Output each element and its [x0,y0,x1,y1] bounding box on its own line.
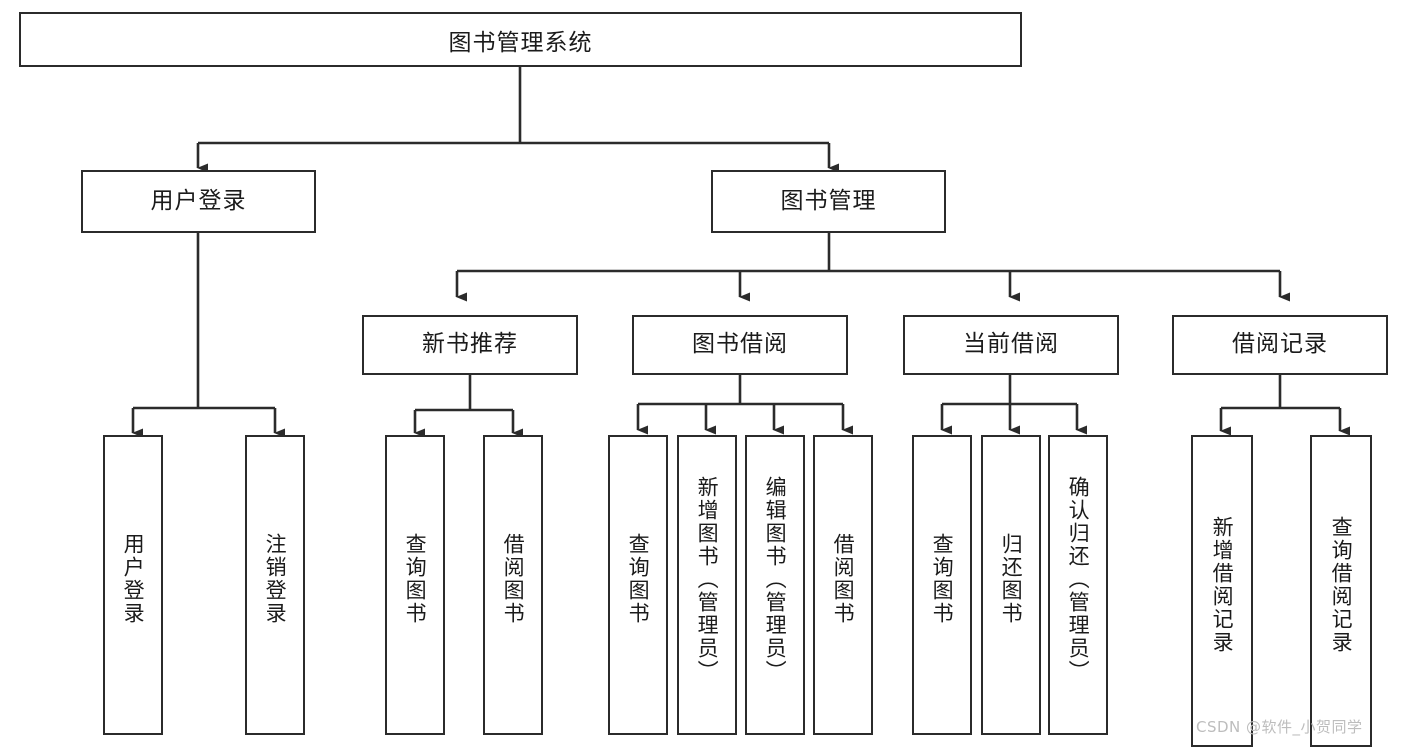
node-book-borrow-label: 图书借阅 [692,331,788,358]
leaf-borrow-record-2-label: 查询借阅记录 [1329,516,1354,654]
node-book-manage[interactable]: 图书管理 [711,170,946,233]
leaf-current-borrow-2[interactable]: 归还图书 [981,435,1041,735]
leaf-user-login-2[interactable]: 注销登录 [245,435,305,735]
leaf-book-borrow-3-label: 编辑图书（管理员） [763,476,788,683]
leaf-current-borrow-3[interactable]: 确认归还（管理员） [1048,435,1108,735]
node-user-login[interactable]: 用户登录 [81,170,316,233]
leaf-new-book-2[interactable]: 借阅图书 [483,435,543,735]
leaf-user-login-1[interactable]: 用户登录 [103,435,163,735]
leaf-current-borrow-1[interactable]: 查询图书 [912,435,972,735]
leaf-book-borrow-3[interactable]: 编辑图书（管理员） [745,435,805,735]
node-new-book-recommend-label: 新书推荐 [422,331,518,358]
leaf-book-borrow-2-label: 新增图书（管理员） [695,476,720,683]
node-new-book-recommend[interactable]: 新书推荐 [362,315,578,375]
leaf-book-borrow-1[interactable]: 查询图书 [608,435,668,735]
node-book-borrow[interactable]: 图书借阅 [632,315,848,375]
leaf-book-borrow-2[interactable]: 新增图书（管理员） [677,435,737,735]
node-book-manage-label: 图书管理 [780,187,877,214]
node-root-label: 图书管理系统 [448,29,593,56]
leaf-current-borrow-2-label: 归还图书 [999,533,1024,625]
leaf-book-borrow-4-label: 借阅图书 [831,533,856,625]
leaf-book-borrow-4[interactable]: 借阅图书 [813,435,873,735]
node-root[interactable]: 图书管理系统 [19,12,1022,67]
node-current-borrow-label: 当前借阅 [963,331,1059,358]
node-user-login-label: 用户登录 [150,187,247,214]
leaf-user-login-1-label: 用户登录 [121,533,146,625]
leaf-new-book-1[interactable]: 查询图书 [385,435,445,735]
leaf-book-borrow-1-label: 查询图书 [626,533,651,625]
leaf-borrow-record-1[interactable]: 新增借阅记录 [1191,435,1253,747]
leaf-new-book-1-label: 查询图书 [403,533,428,625]
node-borrow-record-label: 借阅记录 [1232,331,1328,358]
leaf-borrow-record-2[interactable]: 查询借阅记录 [1310,435,1372,747]
leaf-borrow-record-1-label: 新增借阅记录 [1210,516,1235,654]
leaf-new-book-2-label: 借阅图书 [501,533,526,625]
leaf-current-borrow-1-label: 查询图书 [930,533,955,625]
watermark: CSDN @软件_小贺同学 [1196,718,1363,736]
node-borrow-record[interactable]: 借阅记录 [1172,315,1388,375]
leaf-current-borrow-3-label: 确认归还（管理员） [1066,476,1091,683]
node-current-borrow[interactable]: 当前借阅 [903,315,1119,375]
leaf-user-login-2-label: 注销登录 [263,533,288,625]
